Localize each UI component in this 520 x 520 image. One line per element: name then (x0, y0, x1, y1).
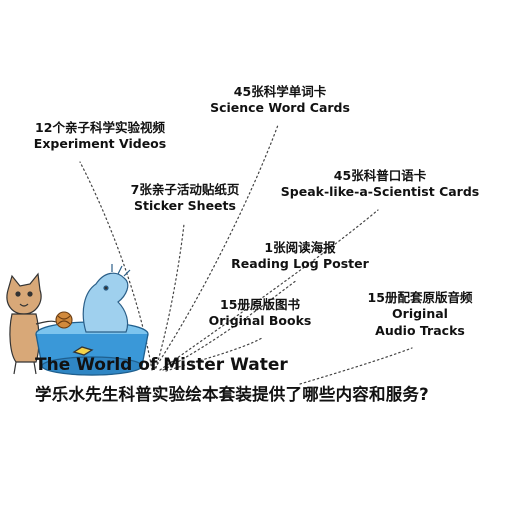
mister-water-illustration (6, 264, 149, 376)
question-heading: 学乐水先生科普实验绘本套装提供了哪些内容和服务? (35, 385, 429, 404)
water-character (82, 264, 131, 333)
original-books-label: 15册原版图书 Original Books (208, 297, 312, 329)
reading-log-poster-label: 1张阅读海报 Reading Log Poster (231, 240, 369, 272)
ball (55, 311, 73, 329)
speak-like-a-scientist-label: 45张科普口语卡 Speak-like-a-Scientist Cards (280, 168, 480, 200)
connector-speak (159, 209, 379, 371)
cat-figure (6, 272, 57, 375)
connector-sticker (155, 223, 185, 369)
connector-log (162, 279, 298, 371)
connector-audio (299, 347, 413, 385)
sticker-sheets-label: 7张亲子活动贴纸页 Sticker Sheets (130, 182, 240, 214)
series-title: The World of Mister Water (35, 355, 288, 375)
connector-books (165, 337, 263, 372)
science-word-cards-label: 45张科学单词卡 Science Word Cards (210, 84, 350, 116)
original-audio-tracks-label: 15册配套原版音频 Original Audio Tracks (367, 290, 473, 338)
experiment-videos-label: 12个亲子科学实验视频 Experiment Videos (33, 120, 167, 152)
connector-science (154, 124, 279, 369)
